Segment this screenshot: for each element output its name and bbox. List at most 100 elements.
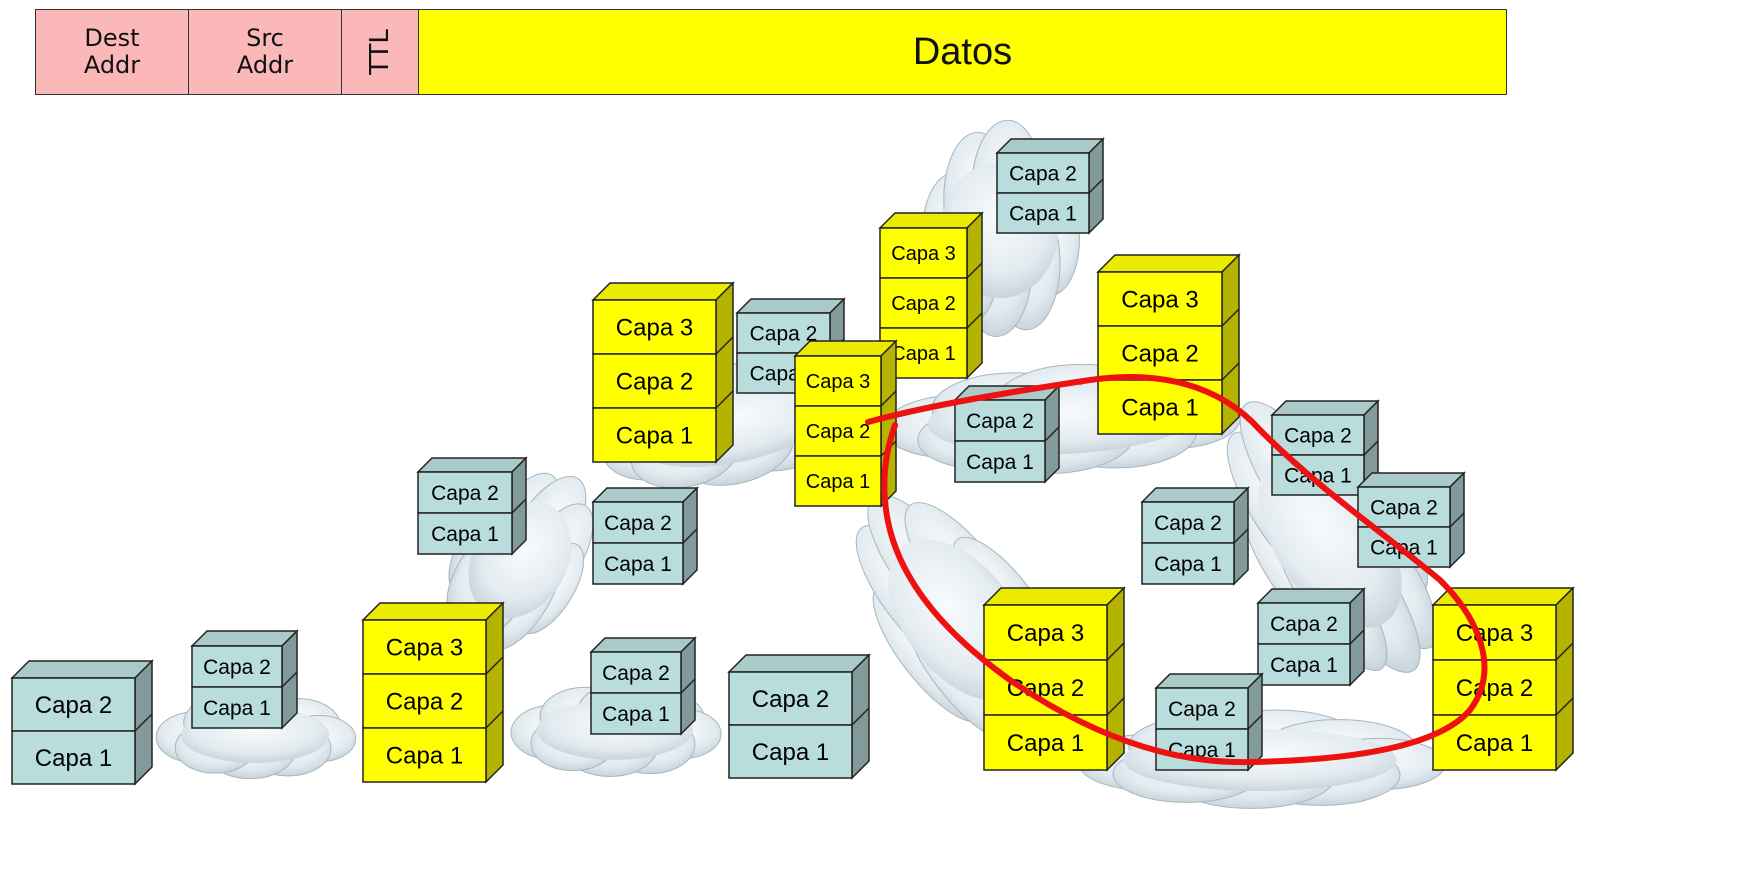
layer-label: Capa 2 [891, 293, 956, 315]
switch-stack-sw-d: Capa 2 Capa 1 [591, 486, 699, 586]
stack-side-face [966, 211, 983, 380]
stack-top-face [1256, 588, 1366, 604]
router-stack-r-a: Capa 3 Capa 2 Capa 1 [361, 601, 505, 784]
layer-label: Capa 2 [203, 656, 271, 679]
layer-box [191, 645, 283, 688]
stack-top-face [1270, 400, 1380, 416]
layer-label: Capa 2 [1270, 613, 1338, 636]
layer-box [1141, 542, 1235, 585]
layer-label: Capa 1 [1456, 730, 1533, 757]
router-stack-r-g: Capa 3 Capa 2 Capa 1 [1431, 586, 1575, 772]
layer-label: Capa 3 [1456, 620, 1533, 647]
layer-label: Capa 1 [806, 471, 871, 493]
layer-label: Capa 2 [616, 369, 693, 396]
layer-label: Capa 2 [750, 323, 818, 346]
layer-label: Capa 2 [752, 686, 829, 713]
layer-box [592, 353, 717, 409]
layer-box [954, 440, 1046, 483]
layer-label: Capa 2 [386, 689, 463, 716]
layer-label: Capa 2 [966, 410, 1034, 433]
layer-box [996, 192, 1090, 234]
stack-top-face [982, 587, 1126, 606]
layer-label: Capa 3 [806, 371, 871, 393]
layer-box [794, 455, 882, 507]
src-addr-label-line1: Src [246, 24, 284, 52]
routing-loop-path [865, 374, 1488, 766]
layer-label: Capa 2 [806, 421, 871, 443]
layer-label: Capa 2 [1154, 512, 1222, 535]
layer-label: Capa 1 [1154, 553, 1222, 576]
layer-label: Capa 2 [1284, 425, 1352, 448]
router-stack-r-c: Capa 3 Capa 2 Capa 1 [878, 211, 984, 380]
layer-label: Capa 1 [616, 423, 693, 450]
layer-box [11, 730, 136, 785]
layer-label: Capa 1 [604, 553, 672, 576]
layer-label: Capa 1 [35, 745, 112, 772]
layer-label: Capa 1 [1007, 730, 1084, 757]
layer-label: Capa 2 [431, 482, 499, 505]
switch-stack-sw-c: Capa 2 Capa 1 [416, 456, 528, 556]
layer-box [1257, 643, 1351, 686]
stack-top-face [361, 602, 505, 621]
layer-label: Capa 3 [1121, 287, 1198, 314]
layer-label: Capa 2 [1370, 497, 1438, 520]
stack-top-face [416, 457, 528, 473]
layer-box [417, 471, 513, 514]
stack-top-face [591, 282, 735, 301]
stack-top-face [589, 637, 697, 653]
stack-side-face [715, 281, 734, 464]
layer-label: Capa 1 [602, 703, 670, 726]
layer-box [879, 277, 968, 329]
layer-box [191, 686, 283, 729]
layer-label: Capa 2 [1456, 675, 1533, 702]
stack-top-face [1140, 487, 1250, 503]
ttl-field: TTL [341, 9, 419, 95]
layer-box [1357, 486, 1451, 528]
stack-top-face [190, 630, 299, 647]
layer-label: Capa 2 [1168, 698, 1236, 721]
layer-label: Capa 1 [386, 743, 463, 770]
layer-label: Capa 2 [602, 662, 670, 685]
layer-label: Capa 2 [1121, 341, 1198, 368]
layer-box [1141, 501, 1235, 544]
layer-box [592, 407, 717, 463]
layer-box [1155, 728, 1249, 771]
router-stack-r-e: Capa 3 Capa 2 Capa 1 [1096, 253, 1241, 436]
layer-label: Capa 3 [891, 243, 956, 265]
layer-box [592, 542, 684, 585]
layer-label: Capa 2 [604, 512, 672, 535]
layer-box [1432, 604, 1557, 661]
layer-box [590, 692, 682, 735]
layer-label: Capa 1 [203, 697, 271, 720]
layer-box [728, 671, 853, 726]
layer-box [362, 619, 487, 675]
dest-addr-label-line1: Dest [84, 24, 140, 52]
layer-box [954, 399, 1046, 442]
router-stack-r-b: Capa 3 Capa 2 Capa 1 [591, 281, 735, 464]
stack-top-face [995, 138, 1105, 154]
layer-label: Capa 3 [616, 315, 693, 342]
network-devices: Capa 2 Capa 1 Capa 2 Capa 1 Capa 3 Capa 2 Capa… [10, 137, 1575, 786]
layer-box [1357, 526, 1451, 568]
stack-top-face [793, 340, 898, 357]
layer-label: Capa 3 [386, 635, 463, 662]
switch-stack-sw-j: Capa 2 Capa 1 [1140, 486, 1250, 586]
datos-field: Datos [418, 9, 1507, 95]
layer-box [1432, 659, 1557, 716]
stack-top-face [1154, 673, 1264, 689]
layer-box [1257, 602, 1351, 645]
layer-box [362, 673, 487, 729]
datos-label: Datos [912, 30, 1013, 73]
layer-label: Capa 1 [431, 523, 499, 546]
stack-top-face [1356, 472, 1466, 488]
stack-top-face [1096, 254, 1241, 273]
layer-label: Capa 1 [891, 343, 956, 365]
layer-box [983, 604, 1108, 661]
layer-label: Capa 1 [1121, 395, 1198, 422]
